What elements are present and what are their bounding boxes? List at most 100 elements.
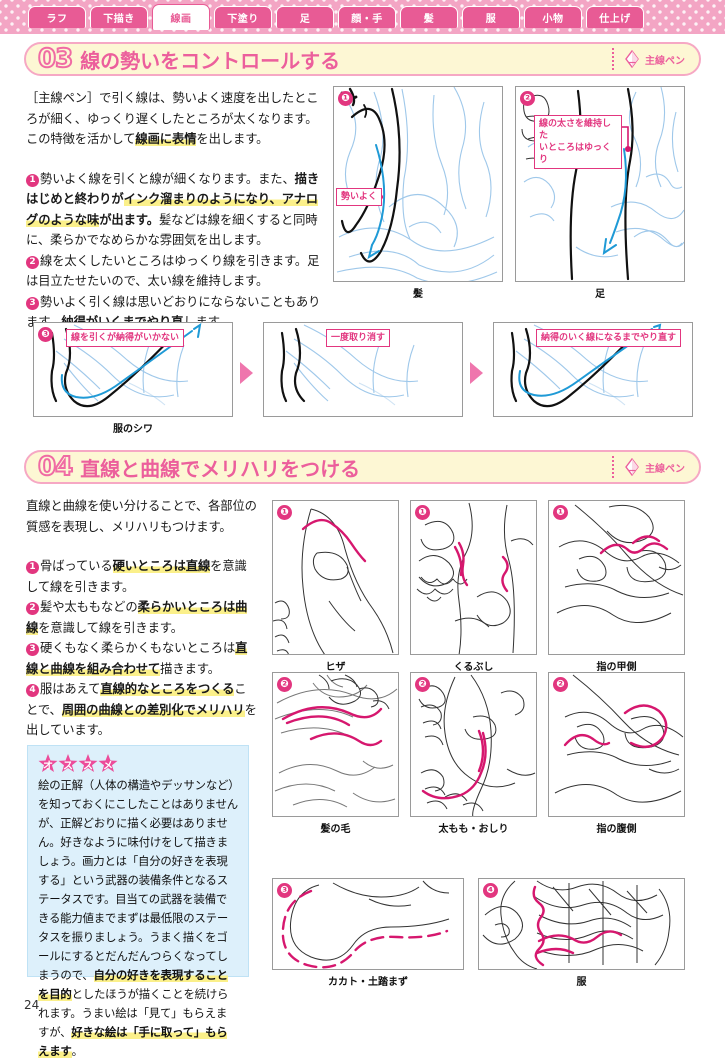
tip-star-heading: オ ス ス メ [38,754,238,773]
star-icon: メ [98,754,118,773]
tab-hair[interactable]: 髪 [400,6,458,28]
figure-thigh-butt-frame: ❷ [410,672,537,817]
figure-wrinkle-step2-callout: 一度取り消す [326,329,391,347]
figure-knee-frame: ❶ [272,500,399,655]
figure-heel-arch-caption: カカト・土踏まず [328,977,408,988]
figure-finger-pad-caption: 指の腹側 [596,824,637,835]
section-03-intro: ［主線ペン］で引く線は、勢いよく速度を出したところが細く、ゆっくり遅くしたところ… [26,91,319,146]
figure-clothes-badge: ❹ [483,883,498,898]
section-04-intro: 直線と曲線を使い分けることで、各部位の質感を表現し、メリハリもつけます。 [26,499,257,534]
figure-leg-caption: 足 [595,289,605,300]
section-03-heading: 03 線の勢いをコントロールする 主線ペン [24,42,701,76]
figure-finger-back-frame: ❶ [548,500,685,655]
tab-rough[interactable]: ラフ [28,6,86,28]
figure-clothes-caption: 服 [576,977,587,988]
figure-finger-back: ❶ 指の甲側 [548,500,685,673]
figure-leg: ❷ [515,86,685,300]
star-icon: ス [78,754,98,773]
figure-thigh-butt: ❷ 太もも・おしり [410,672,537,835]
pen-label: 主線ペン [645,463,685,475]
tab-finishing[interactable]: 仕上げ [586,6,644,28]
figure-clothes-art [482,880,671,969]
figure-finger-pad-frame: ❷ [548,672,685,817]
figure-leg-frame: ❷ [515,86,685,282]
tab-accessories[interactable]: 小物 [524,6,582,28]
section-03-title: 線の勢いをコントロールする [80,48,341,73]
section-03-pen-badge: 主線ペン [612,48,685,70]
figure-hair-strands-caption: 髪の毛 [320,824,351,835]
figure-wrinkle-step1-art [50,323,202,408]
section-04-number: 04 [37,452,74,482]
figure-heel-arch-badge: ❸ [277,883,292,898]
figure-wrinkle-step1: ❸ 線を引くが納得がいかない 服のシワ [33,322,233,435]
sequence-arrow-1 [240,362,253,384]
figure-heel-arch-art [281,880,450,969]
figure-hair-art [336,87,498,281]
figure-wrinkle-step1-callout: 線を引くが納得がいかない [66,329,185,347]
figure-wrinkle-step2: 一度取り消す [263,322,463,417]
figure-ankle-caption: くるぶし [453,662,494,673]
figure-knee-badge: ❶ [277,505,292,520]
figure-wrinkle-step1-badge: ❸ [38,327,53,342]
figure-ankle-frame: ❶ [410,500,537,655]
figure-clothes: ❹ 服 [478,878,685,988]
figure-heel-arch: ❸ カカト・土踏まず [272,878,464,988]
figure-wrinkle-step3: 納得のいく線になるまでやり直す [493,322,693,417]
figure-hair-callout: 勢いよく [336,188,382,206]
figure-hair-strands-badge: ❷ [277,677,292,692]
tip-body-text: 絵の正解（人体の構造やデッサンなど）を知っておくにこしたことはありませんが、正解… [38,778,238,1058]
figure-clothes-frame: ❹ [478,878,685,970]
figure-finger-back-art [556,504,684,624]
figure-wrinkle-step2-art [280,324,419,406]
figure-wrinkle-step3-frame: 納得のいく線になるまでやり直す [493,322,693,417]
figure-wrinkle-step3-callout: 納得のいく線になるまでやり直す [536,329,682,347]
figure-wrinkle-caption: 服のシワ [113,424,153,435]
figure-hair-strands-frame: ❷ [272,672,399,817]
figure-finger-pad-badge: ❷ [553,677,568,692]
pen-icon [625,458,639,476]
section-04-title: 直線と曲線でメリハリをつける [80,456,361,481]
star-icon: ス [58,754,78,773]
figure-hair-frame: ❶ [333,86,503,282]
tab-clothes[interactable]: 服 [462,6,520,28]
figure-knee-caption: ヒザ [325,662,346,673]
tab-leg[interactable]: 足 [276,6,334,28]
figure-wrinkle-step2-frame: 一度取り消す [263,322,463,417]
figure-thigh-butt-art [418,674,536,816]
tab-undercoat[interactable]: 下塗り [214,6,272,28]
section-03-number: 03 [37,44,74,74]
figure-hair-caption: 髪 [413,289,423,300]
figure-ankle-badge: ❶ [415,505,430,520]
page-number: 24 [24,998,40,1012]
section-04-heading: 04 直線と曲線でメリハリをつける 主線ペン [24,450,701,484]
figure-leg-badge: ❷ [520,91,535,106]
recommendation-tip-box: オ ス ス メ 絵の正解（人体の構造やデッサンなど）を知っておくにこしたことはあ… [27,745,249,1058]
section-04-pen-badge: 主線ペン [612,456,685,478]
figure-finger-pad-art [554,674,684,803]
figure-hair-strands: ❷ [272,672,399,835]
figure-finger-back-badge: ❶ [553,505,568,520]
figure-knee-art [273,508,394,654]
tab-sketch[interactable]: 下描き [90,6,148,28]
chapter-tabs: ラフ 下描き 線画 下塗り 足 顔・手 髪 服 小物 仕上げ [28,4,644,30]
figure-finger-pad: ❷ 指の腹側 [548,672,685,835]
sequence-arrow-2 [470,362,483,384]
tab-lineart[interactable]: 線画 [152,4,210,30]
tab-face-hand[interactable]: 顔・手 [338,6,396,28]
figure-ankle: ❶ くるぶし [410,500,537,673]
pen-label: 主線ペン [645,55,685,67]
figure-wrinkle-step1-frame: ❸ 線を引くが納得がいかない [33,322,233,417]
figure-hair: ❶ [333,86,503,300]
figure-thigh-butt-caption: 太もも・おしり [438,824,509,835]
figure-hair-strands-art [274,674,398,808]
section-03-body: ［主線ペン］で引く線は、勢いよく速度を出したところが細く、ゆっくり遅くしたところ… [26,88,326,333]
figure-knee: ❶ ヒザ [272,500,399,673]
figure-leg-callout: 線の太さを維持した いところはゆっくり [534,115,622,169]
figure-heel-arch-frame: ❸ [272,878,464,970]
